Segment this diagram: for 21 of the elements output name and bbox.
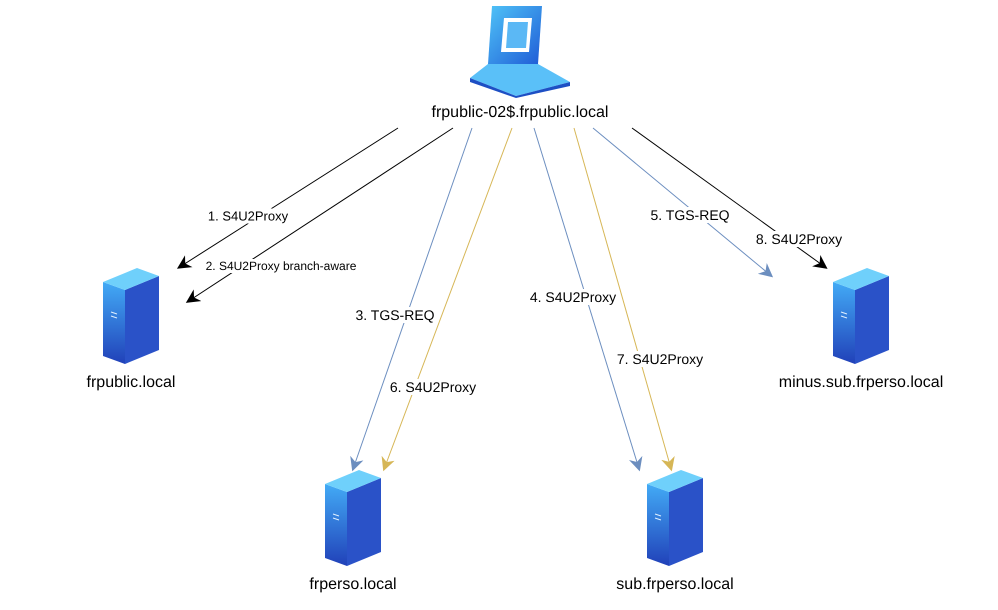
node-label: frpublic.local <box>86 374 176 392</box>
arrow <box>350 128 472 472</box>
arrow <box>382 128 512 472</box>
edge-label: 3. TGS-REQ <box>354 307 436 323</box>
node-label: frperso.local <box>309 576 397 594</box>
arrow <box>176 128 398 269</box>
arrow <box>186 128 454 303</box>
edge-label: 6. S4U2Proxy <box>388 379 478 395</box>
edge-label: 1. S4U2Proxy <box>206 208 290 224</box>
edge-label: 7. S4U2Proxy <box>616 351 704 367</box>
edge-label: 5. TGS-REQ <box>649 207 731 223</box>
arrow <box>574 128 675 472</box>
arrow <box>534 128 642 472</box>
edge-label: 8. S4U2Proxy <box>754 231 844 247</box>
arrow <box>632 128 828 269</box>
node-label: frpublic-02$.frpublic.local <box>432 104 608 122</box>
edge-label: 4. S4U2Proxy <box>528 289 618 305</box>
arrow <box>592 128 774 278</box>
node-label: sub.frperso.local <box>616 576 734 594</box>
node-label: minus.sub.frperso.local <box>778 374 944 392</box>
edge-label: 2. S4U2Proxy branch-aware <box>204 259 358 273</box>
